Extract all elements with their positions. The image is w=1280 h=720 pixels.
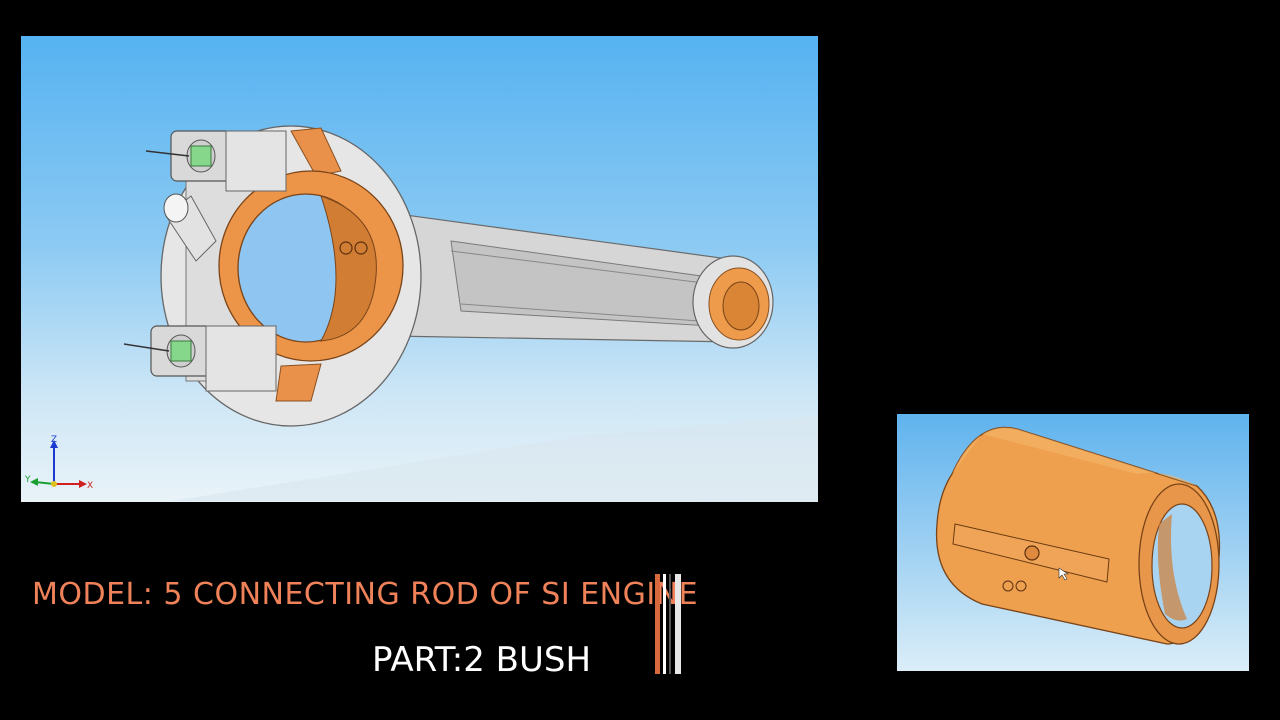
oil-hole [1024, 545, 1040, 561]
main-3d-viewport[interactable]: Z Y X [21, 36, 818, 502]
mouse-cursor-icon [1058, 567, 1069, 581]
triad-z-label: Z [51, 435, 57, 445]
connecting-rod-model [123, 125, 818, 502]
bush-model [935, 426, 1221, 645]
model-shadow [171, 416, 818, 502]
triad-y-label: Y [24, 475, 31, 485]
axis-triad-icon: Z Y X [24, 435, 93, 491]
part-subtitle: PART:2 BUSH [372, 640, 592, 680]
model-title: MODEL: 5 CONNECTING ROD OF SI ENGINE [32, 577, 699, 612]
accent-bars [655, 574, 685, 674]
bush-preview-viewport[interactable] [897, 414, 1249, 671]
triad-x-label: X [87, 481, 93, 491]
